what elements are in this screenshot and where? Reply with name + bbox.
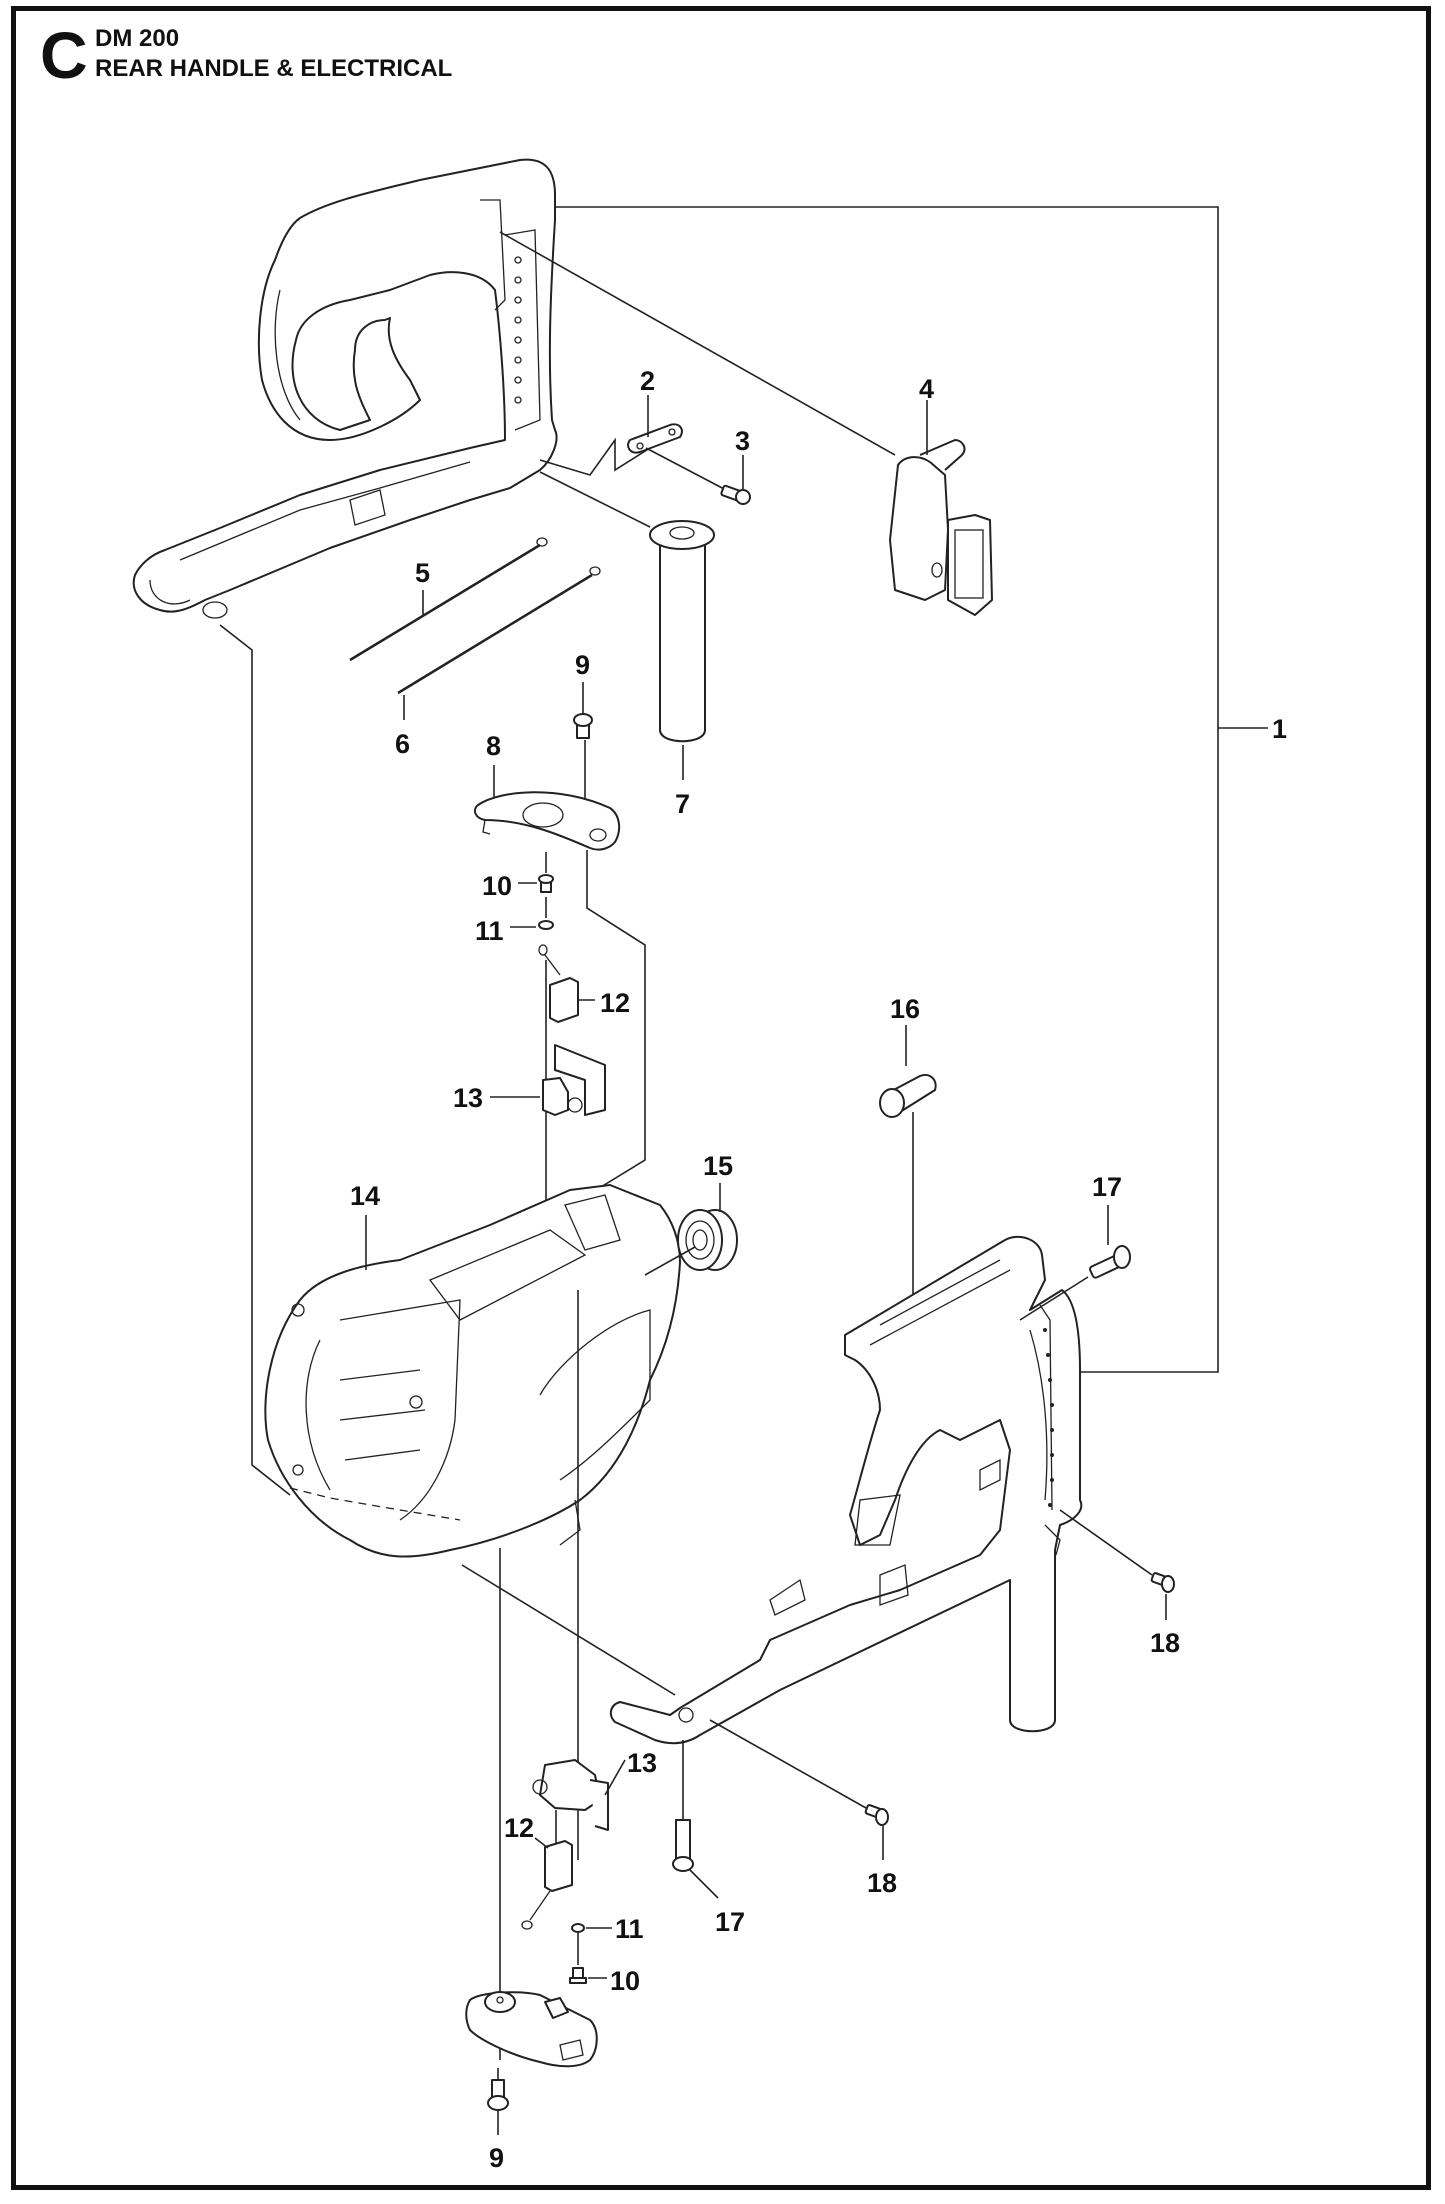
callout-16[interactable]: 16 [890,994,920,1024]
cable-sleeve-part[interactable] [649,520,715,743]
handle-screw-short-lower-part[interactable] [864,1804,889,1826]
callout-13-bottom[interactable]: 13 [627,1748,657,1778]
callout-11-bottom[interactable]: 11 [615,1914,644,1944]
handle-screw-long-lower-part[interactable] [672,1819,694,1872]
callout-1[interactable]: 1 [1272,714,1287,744]
washer-top-part[interactable] [538,920,554,930]
pin-part[interactable] [879,1074,937,1118]
rear-handle-lower-shell[interactable] [609,1235,1083,1745]
rear-handle-upper-shell[interactable] [132,158,558,619]
callout-9-top[interactable]: 9 [575,650,590,680]
washer-bottom-part[interactable] [571,1923,585,1933]
callout-11-top[interactable]: 11 [475,916,504,946]
callout-14[interactable]: 14 [350,1181,380,1211]
brush-cover-top-part[interactable] [473,791,621,851]
callout-6[interactable]: 6 [395,729,410,759]
callout-12-bottom[interactable]: 12 [504,1813,534,1843]
callout-bracket-1 [545,206,1268,1373]
wire-lead-b-part[interactable] [397,566,601,695]
brush-holder-top-part[interactable] [542,1044,606,1116]
diagram-title: REAR HANDLE & ELECTRICAL [95,55,453,82]
trigger-switch-part[interactable] [889,439,993,616]
bearing-part[interactable] [677,1209,738,1271]
callout-18-bottom[interactable]: 18 [867,1868,897,1898]
callout-7[interactable]: 7 [675,789,690,819]
callout-15[interactable]: 15 [703,1151,733,1181]
brush-screw-top-part[interactable] [538,874,554,893]
callout-4[interactable]: 4 [919,374,934,404]
cover-screw-bottom-part[interactable] [487,2079,509,2111]
handle-screw-long-upper-part[interactable] [1089,1245,1131,1279]
cable-clamp-part[interactable] [627,423,683,454]
callout-17-top[interactable]: 17 [1092,1172,1122,1202]
callout-13-top[interactable]: 13 [453,1083,483,1113]
callout-18-top[interactable]: 18 [1150,1628,1180,1658]
motor-housing-part[interactable] [264,1184,681,1558]
callout-10-top[interactable]: 10 [482,871,512,901]
cover-screw-top-part[interactable] [573,713,593,739]
callout-5[interactable]: 5 [415,558,430,588]
callout-3[interactable]: 3 [735,426,750,456]
callout-2[interactable]: 2 [640,366,655,396]
carbon-brush-bottom-part[interactable] [521,1840,573,1930]
handle-grip-dots [1043,1328,1054,1507]
callout-17-bottom[interactable]: 17 [715,1907,745,1937]
callout-labels: 1 2 3 4 5 6 7 8 9 10 11 12 13 14 15 16 1… [350,366,1287,2173]
handle-screw-short-upper-part[interactable] [1150,1572,1175,1593]
callout-8[interactable]: 8 [486,731,501,761]
callout-10-bottom[interactable]: 10 [610,1966,640,1996]
callout-12-top[interactable]: 12 [600,988,630,1018]
clamp-screw-part[interactable] [720,484,751,505]
model-name: DM 200 [95,25,180,52]
section-letter: C [40,18,88,92]
brush-cover-bottom-part[interactable] [465,1991,598,2068]
drawing-frame [11,6,1431,2190]
wire-lead-a-part[interactable] [349,537,548,662]
brush-holder-bottom-part[interactable] [532,1759,609,1831]
brush-screw-bottom-part[interactable] [569,1967,587,1984]
callout-9-bottom[interactable]: 9 [489,2143,504,2173]
carbon-brush-top-part[interactable] [538,944,579,1023]
